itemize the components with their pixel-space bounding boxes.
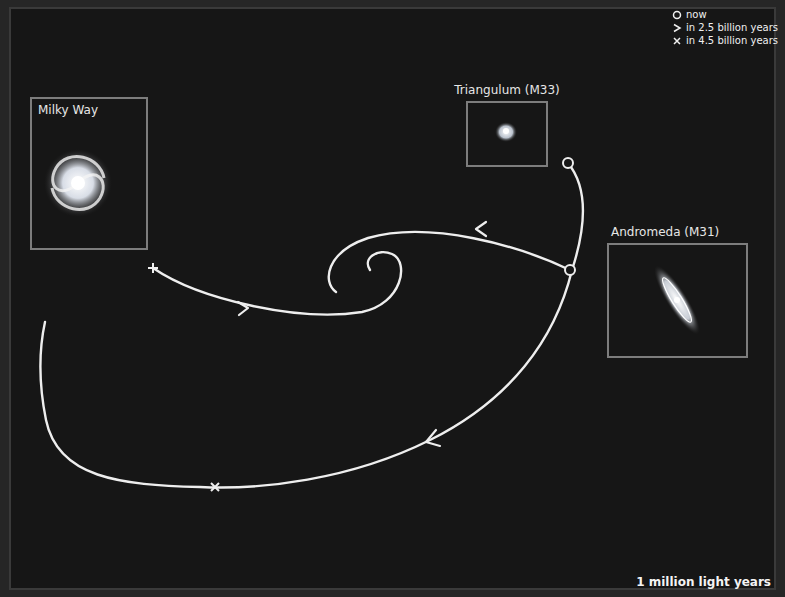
frame <box>10 8 775 589</box>
direction-arrows <box>238 222 486 446</box>
legend-text: in 2.5 billion years <box>686 22 778 33</box>
milky-way-path <box>153 252 401 314</box>
triangulum-galaxy <box>495 122 517 142</box>
andromeda-path <box>329 232 570 292</box>
galaxy-frame: Milky Way <box>30 97 148 250</box>
galaxy-name: Andromeda (M31) <box>611 225 719 239</box>
legend-text: in 4.5 billion years <box>686 35 778 46</box>
triangulum-path <box>41 163 584 487</box>
legend-text: now <box>686 9 707 20</box>
milky-way-galaxy <box>44 149 112 217</box>
position-markers <box>148 158 575 491</box>
scale-label: 1 million light years <box>636 575 771 589</box>
galaxy-frame: Andromeda (M31) <box>607 243 748 358</box>
legend-entry: in 4.5 billion years <box>672 34 778 47</box>
legend-entry: in 2.5 billion years <box>672 21 778 34</box>
legend-symbol <box>672 10 682 20</box>
legend-symbol <box>672 36 682 46</box>
galaxy-name: Milky Way <box>38 103 98 117</box>
andromeda-galaxy <box>647 261 706 339</box>
legend-symbol <box>672 23 682 33</box>
galaxy-frame: Triangulum (M33) <box>466 101 548 167</box>
legend-entry: now <box>672 8 778 21</box>
legend: now in 2.5 billion years in 4.5 billion ye… <box>672 8 778 47</box>
galaxy-name: Triangulum (M33) <box>454 83 559 97</box>
trajectory-lines <box>41 163 584 487</box>
